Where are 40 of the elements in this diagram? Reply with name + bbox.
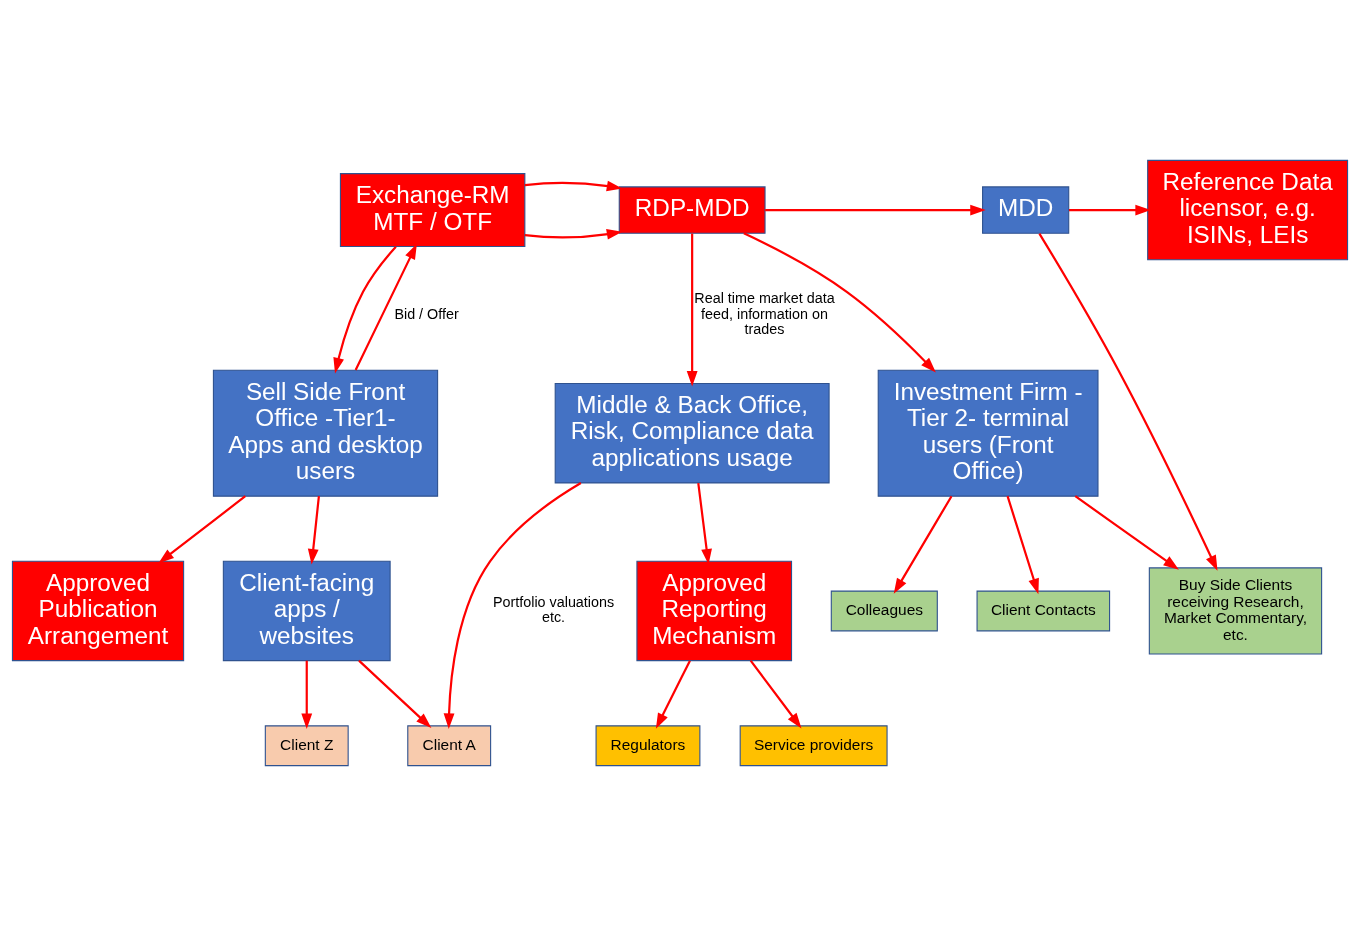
node-box: Buy Side Clients receiving Research, Market Commentary, etc.	[1148, 566, 1323, 655]
node-box: Service providers	[739, 724, 888, 766]
node-box: Approved Publication Arrangement	[11, 560, 185, 661]
node-box: Exchange-RM MTF / OTF	[339, 172, 526, 247]
node-box: Sell Side Front Office -Tier1- Apps and desktop users	[212, 369, 439, 497]
arrow	[1069, 204, 1151, 216]
arrow	[333, 245, 397, 373]
arrow	[697, 482, 712, 565]
arrow	[893, 495, 953, 594]
arrow	[1038, 232, 1218, 571]
node-box: Client A	[407, 724, 492, 766]
arrow	[307, 495, 320, 565]
arrow	[1074, 494, 1179, 570]
node-box: Middle & Back Office, Risk, Compliance data applications usage	[554, 382, 830, 483]
arrow	[524, 228, 623, 240]
node-box: Investment Firm - Tier 2- terminal users (Front Office)	[877, 369, 1099, 497]
node-box: Client Contacts	[976, 590, 1111, 631]
arrow	[765, 204, 986, 216]
arrow	[358, 659, 432, 728]
arrow	[158, 494, 246, 563]
arrow	[354, 243, 417, 370]
node-box: RDP-MDD	[618, 185, 766, 234]
node-box: Colleagues	[830, 590, 938, 631]
arrow	[443, 481, 582, 729]
arrow	[524, 180, 623, 191]
node-box: Client-facing apps / websites	[222, 560, 391, 661]
arrow	[743, 231, 936, 373]
edge-label: Bid / Offer	[394, 305, 459, 322]
node-box: Client Z	[264, 724, 349, 766]
node-box: Reference Data licensor, e.g. ISINs, LEIs	[1147, 159, 1349, 260]
edge-label: Real time market data feed, information on trades	[694, 289, 835, 337]
arrow	[655, 659, 691, 729]
arrow	[1006, 495, 1039, 594]
arrow	[686, 233, 698, 387]
arrow	[749, 659, 802, 728]
node-box: Approved Reporting Mechanism	[636, 560, 793, 661]
arrow	[301, 660, 313, 729]
node-box: Regulators	[595, 724, 701, 766]
node-box: MDD	[982, 185, 1070, 234]
edge-label: Portfolio valuations etc.	[492, 593, 615, 625]
